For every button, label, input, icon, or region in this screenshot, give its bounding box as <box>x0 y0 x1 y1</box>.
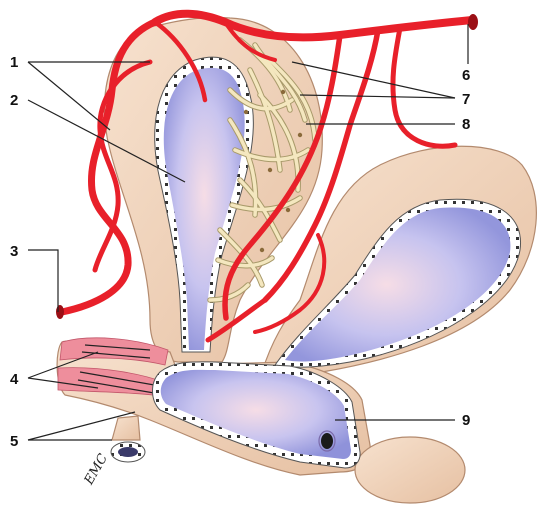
artery-cut-end-left <box>56 305 64 319</box>
right-branch-upper <box>393 28 455 146</box>
label-5: 5 <box>10 433 18 450</box>
duct-opening <box>321 433 333 449</box>
signature-mark: EMC <box>81 451 111 488</box>
label-4: 4 <box>10 371 19 388</box>
duct-bulb <box>355 437 465 503</box>
label-3: 3 <box>10 243 18 260</box>
label-8: 8 <box>462 116 470 133</box>
artery-cut-end-right <box>468 14 478 30</box>
label-2: 2 <box>10 92 18 109</box>
label-6: 6 <box>462 67 470 84</box>
side-branch-lumen <box>118 447 138 457</box>
label-1: 1 <box>10 54 18 71</box>
label-9: 9 <box>462 412 470 429</box>
side-branch-tube <box>112 416 140 440</box>
label-7: 7 <box>462 91 470 108</box>
